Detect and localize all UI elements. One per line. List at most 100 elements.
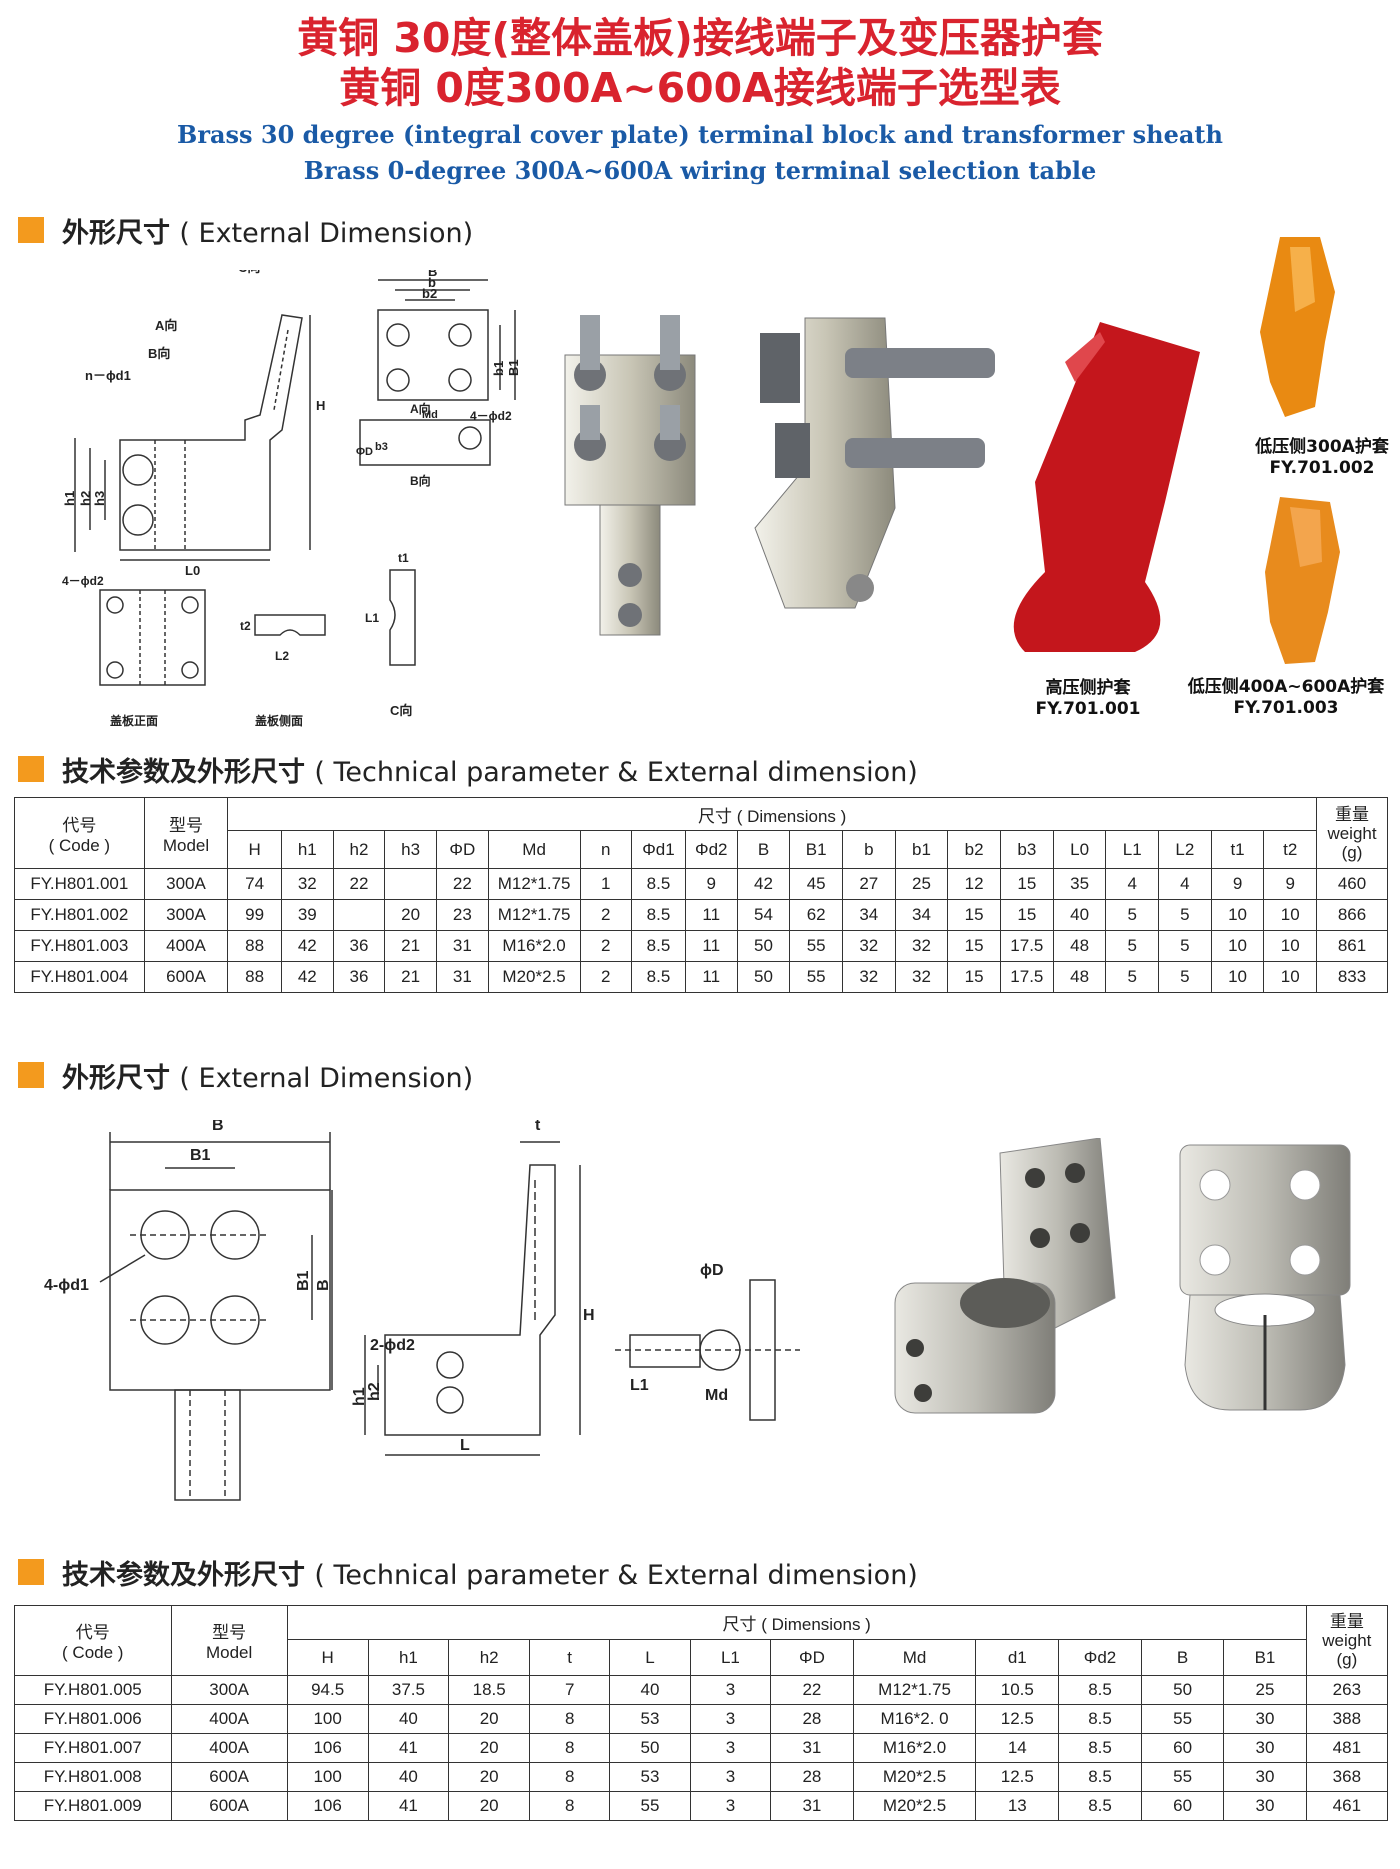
table-cell: 5 — [1158, 899, 1212, 931]
low-voltage-300a-sheath-photo — [1260, 237, 1335, 417]
table-cell: 9 — [1210, 868, 1265, 900]
table-cell: 50 — [736, 961, 791, 993]
table-cell: FY.H801.007 — [14, 1733, 172, 1763]
table-cell: 23 — [435, 899, 489, 931]
label-B-top: B — [212, 1120, 224, 1134]
column-header-2: h2 — [332, 830, 386, 869]
terminal-0deg-photo-2 — [1179, 1144, 1351, 1411]
table-cell: 14 — [975, 1733, 1060, 1763]
column-header-2: h2 — [448, 1639, 531, 1676]
table-cell: 40 — [367, 1762, 450, 1792]
label-h2: h2 — [366, 1382, 383, 1401]
header-weight-en: weight — [1322, 1631, 1372, 1650]
table-cell: 42 — [280, 930, 334, 962]
terminal-0deg-photo-1 — [894, 1138, 1116, 1414]
terminal-photo-angled — [754, 317, 995, 609]
label-B-side: B — [315, 1279, 332, 1291]
section-marker — [18, 217, 44, 243]
label-phiD: ϕD — [700, 1262, 724, 1279]
table-cell: 8.5 — [1058, 1704, 1142, 1734]
table-cell: 861 — [1316, 930, 1388, 962]
table-cell: 32 — [894, 930, 949, 962]
table-cell: 55 — [789, 961, 843, 993]
table-cell: 11 — [684, 961, 738, 993]
table-cell: 300A — [143, 868, 229, 900]
table-cell: 12.5 — [975, 1704, 1060, 1734]
table-cell: 368 — [1305, 1762, 1389, 1792]
label-l0: L0 — [185, 563, 200, 578]
table-cell: 8.5 — [631, 899, 686, 931]
table-cell: 300A — [170, 1675, 288, 1705]
table-cell: 2 — [579, 899, 633, 931]
table-cell: 8.5 — [631, 868, 686, 900]
header-model-cn: 型号 — [212, 1623, 247, 1642]
table-cell: 3 — [689, 1675, 772, 1705]
high-voltage-sheath-photo — [1013, 322, 1200, 652]
header-code-cn: 代号 — [75, 1623, 110, 1642]
table-cell: 3 — [689, 1704, 772, 1734]
table-cell: 35 — [1052, 868, 1107, 900]
table-cell: 88 — [227, 930, 282, 962]
column-header-5: Md — [487, 830, 581, 869]
table-cell: 400A — [170, 1733, 288, 1763]
table-cell: 74 — [227, 868, 282, 900]
table-cell: 53 — [609, 1704, 691, 1734]
label-md: Md — [422, 409, 438, 421]
label-h2: h2 — [78, 491, 93, 506]
table-cell: 481 — [1305, 1733, 1389, 1763]
section-heading-external-dimension-1: 外形尺寸 ( External Dimension) — [18, 213, 473, 249]
caption-high-code: FY.701.001 — [1035, 699, 1141, 719]
table-cell: 21 — [384, 961, 437, 993]
table-cell: 20 — [448, 1733, 531, 1763]
table-cell: 15 — [947, 961, 1001, 993]
header-dimensions: 尺寸 ( Dimensions ) — [227, 797, 1318, 831]
header-code-en: ( Code ) — [48, 835, 111, 855]
label-2-d2: 2-ϕd2 — [370, 1337, 415, 1354]
column-header-15: L0 — [1052, 830, 1107, 869]
table-cell: 32 — [841, 930, 896, 962]
title-cn-line1: 黄铜 30度(整体盖板)接线端子及变压器护套 — [297, 14, 1103, 62]
label-h1: h1 — [62, 491, 77, 506]
column-header-3: t — [529, 1639, 611, 1676]
label-b3: b3 — [375, 441, 388, 453]
table-cell: 15 — [947, 930, 1001, 962]
table-cell: 45 — [789, 868, 843, 900]
table-cell: 30 — [1223, 1704, 1307, 1734]
table-cell: 8 — [529, 1762, 611, 1792]
table-cell: 8.5 — [631, 961, 686, 993]
table-cell: 5 — [1105, 899, 1160, 931]
table-cell: 22 — [332, 868, 386, 900]
table-cell: 100 — [286, 1762, 369, 1792]
header-code: 代号( Code ) — [14, 797, 145, 869]
table-cell: 62 — [789, 899, 843, 931]
table-cell: 2 — [579, 961, 633, 993]
label-L: L — [460, 1437, 470, 1454]
table-cell: 461 — [1305, 1791, 1389, 1821]
label-4-d1: 4-ϕd1 — [44, 1277, 89, 1294]
table-cell: 263 — [1305, 1675, 1389, 1705]
table-cell: 48 — [1052, 930, 1107, 962]
table-cell: 8 — [529, 1733, 611, 1763]
table-cell: 106 — [286, 1791, 369, 1821]
label-t1: t1 — [398, 551, 409, 565]
caption-low300-cn: 低压侧300A护套 — [1255, 437, 1389, 457]
table-cell: 30 — [1223, 1791, 1307, 1821]
technical-drawing-0deg: B B1 B1 B 4-ϕd1 t H 2-ϕd2 h1 h2 L ϕD L1 … — [44, 1120, 800, 1501]
low-voltage-400a-sheath-photo — [1265, 497, 1340, 664]
caption-a-dir: A向 — [410, 401, 431, 416]
header-weight-unit: (g) — [1336, 1650, 1358, 1669]
label-B1-top: B1 — [190, 1147, 211, 1164]
column-header-1: h1 — [280, 830, 334, 869]
label-b2-top: b2 — [422, 286, 437, 301]
table-cell: 388 — [1305, 1704, 1389, 1734]
table-cell — [384, 868, 437, 900]
table-cell: 55 — [1140, 1762, 1225, 1792]
label-B1-top: B1 — [506, 359, 521, 376]
table-cell: 55 — [1140, 1704, 1225, 1734]
header-model-cn: 型号 — [168, 815, 203, 835]
table-cell: 10 — [1210, 961, 1265, 993]
column-header-11: b — [841, 830, 896, 869]
